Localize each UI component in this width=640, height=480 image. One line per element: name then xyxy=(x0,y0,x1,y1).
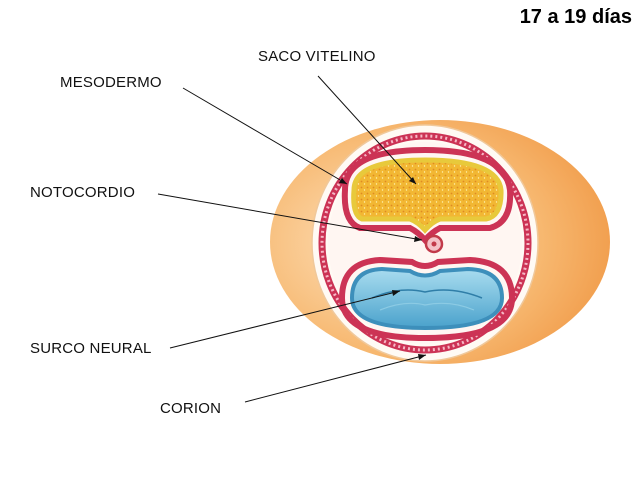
leader-line-mesodermo xyxy=(182,87,348,185)
arrowhead-notocordio xyxy=(414,236,422,242)
notocordio xyxy=(424,234,444,254)
saco-vitelino xyxy=(341,146,514,245)
arrowhead-surco-neural xyxy=(392,290,400,296)
label-corion: CORION xyxy=(160,400,222,417)
leader-lines xyxy=(157,75,427,403)
leader-line-saco-vitelino xyxy=(317,75,417,185)
label-notocordio: NOTOCORDIO xyxy=(30,184,136,201)
stage-title: 17 a 19 días xyxy=(519,6,632,28)
leader-line-surco-neural xyxy=(169,290,401,349)
label-surco-neural: SURCO NEURAL xyxy=(30,340,152,357)
leader-line-notocordio xyxy=(157,193,423,241)
surco-neural xyxy=(338,256,516,342)
label-mesodermo: MESODERMO xyxy=(60,74,162,91)
leader-arrowheads xyxy=(339,177,426,360)
arrowhead-mesodermo xyxy=(339,178,347,184)
arrowhead-corion xyxy=(418,354,426,360)
label-saco-vitelino: SACO VITELINO xyxy=(258,48,376,65)
leader-line-corion xyxy=(244,354,427,403)
arrowhead-saco-vitelino xyxy=(409,177,416,184)
